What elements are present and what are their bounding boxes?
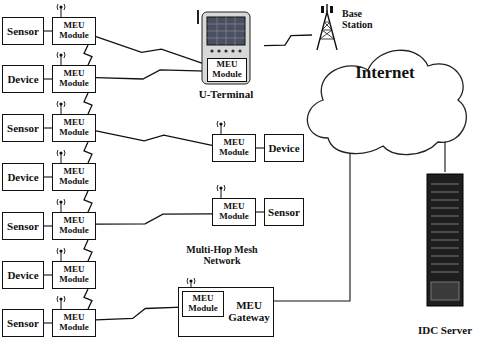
- meu-module-box: MEU Module: [182, 291, 224, 317]
- wireless-link: [96, 70, 207, 79]
- idc-server: IDC Server: [405, 172, 485, 336]
- meu-gateway-box: MEU GatewayMEU Module: [178, 287, 274, 337]
- meu-module-box: MEU Module: [52, 309, 96, 337]
- node-label: MEU Module: [55, 313, 93, 333]
- wireless-link: [96, 37, 207, 65]
- node-label: MEU Module: [55, 118, 93, 138]
- wired-link: [256, 211, 264, 212]
- base-station: Base Station: [312, 2, 394, 50]
- antenna-symbol: [57, 150, 65, 163]
- wireless-link: [84, 289, 92, 309]
- node-label: MEU Module: [55, 21, 93, 41]
- node-label: Sensor: [7, 122, 39, 134]
- node-label: Sensor: [7, 25, 39, 37]
- wireless-link: [96, 214, 212, 224]
- node-label: Device: [268, 142, 299, 154]
- wireless-link: [84, 240, 92, 261]
- node-label: MEU Module: [55, 167, 93, 187]
- node-label: Base Station: [342, 8, 390, 30]
- antenna-symbol: [217, 121, 225, 134]
- cloud-shape: [298, 38, 472, 160]
- node-label: Sensor: [7, 220, 39, 232]
- sensor-box: Sensor: [264, 198, 304, 226]
- node-label: Device: [7, 171, 38, 183]
- device-box: Device: [2, 163, 44, 191]
- meu-module-box: MEU Module: [52, 65, 96, 93]
- wired-link: [444, 142, 445, 172]
- node-label: MEU Module: [185, 294, 221, 314]
- antenna-symbol: [57, 199, 65, 212]
- device-box: Device: [2, 261, 44, 289]
- wireless-link: [84, 93, 92, 114]
- meu-module-box: MEU Module: [52, 163, 96, 191]
- node-label: MEU Module: [215, 202, 253, 222]
- wired-link: [44, 30, 52, 31]
- wireless-link: [264, 35, 312, 46]
- device-box: Device: [2, 65, 44, 93]
- wireless-link: [96, 131, 212, 146]
- u-terminal: U-Terminal MEU Module: [188, 8, 264, 100]
- wired-link: [44, 78, 52, 79]
- node-label: MEU Module: [55, 69, 93, 89]
- antenna-symbol: [57, 248, 65, 261]
- antenna-symbol: [57, 101, 65, 114]
- tower-illustration: [312, 2, 342, 50]
- sensor-box: Sensor: [2, 17, 44, 45]
- wireless-link: [96, 307, 182, 320]
- node-label: Device: [7, 269, 38, 281]
- sensor-box: Sensor: [2, 114, 44, 142]
- node-label: MEU Module: [55, 216, 93, 236]
- antenna-symbol: [57, 52, 65, 65]
- meu-module-box: MEU Module: [52, 212, 96, 240]
- meu-module-box: MEU Module: [212, 134, 256, 162]
- server-illustration: [405, 172, 485, 312]
- wireless-link: [84, 45, 92, 65]
- meu-module-box: MEU Module: [52, 261, 96, 289]
- meu-module-box: MEU Module: [212, 198, 256, 226]
- antenna-symbol: [217, 185, 225, 198]
- node-label: Sensor: [268, 206, 300, 218]
- wireless-link: [84, 191, 92, 212]
- wired-link: [44, 322, 52, 323]
- sensor-box: Sensor: [2, 309, 44, 337]
- node-label: Device: [7, 73, 38, 85]
- internet-cloud: Internet: [298, 38, 472, 160]
- meu-module-box: MEU Module: [207, 58, 247, 82]
- device-box: Device: [264, 134, 304, 162]
- node-label: MEU Gateway: [225, 299, 273, 323]
- antenna-symbol: [57, 4, 65, 17]
- wired-link: [44, 274, 52, 275]
- node-label: IDC Server: [405, 324, 485, 336]
- wired-link: [256, 147, 264, 148]
- network-label: Multi-Hop Mesh Network: [176, 244, 268, 266]
- meu-module-box: MEU Module: [52, 17, 96, 45]
- node-label: Sensor: [7, 317, 39, 329]
- wired-link: [44, 176, 52, 177]
- node-label: Internet: [298, 64, 472, 83]
- wireless-link: [84, 142, 92, 163]
- antenna-symbol: [57, 296, 65, 309]
- node-label: MEU Module: [55, 265, 93, 285]
- meu-module-box: MEU Module: [52, 114, 96, 142]
- wired-link: [44, 127, 52, 128]
- node-label: MEU Module: [215, 138, 253, 158]
- node-label: U-Terminal: [188, 88, 264, 100]
- wired-link: [44, 225, 52, 226]
- sensor-box: Sensor: [2, 212, 44, 240]
- node-label: MEU Module: [210, 60, 244, 80]
